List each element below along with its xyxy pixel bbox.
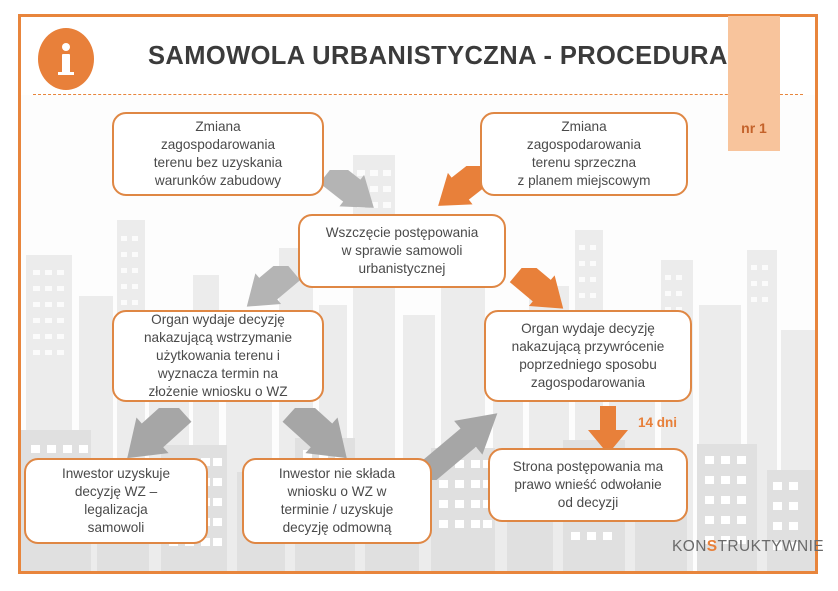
logo-part-2: TRUKTYWNIE <box>717 538 825 555</box>
arrow-down-orange-3 <box>584 404 632 456</box>
issue-number-label: nr 1 <box>741 120 767 136</box>
process-box-zmiana-bez-wz: Zmiana zagospodarowania terenu bez uzysk… <box>112 112 324 196</box>
arrow-down-right-orange-2 <box>508 268 580 326</box>
deadline-label: 14 dni <box>638 415 678 430</box>
logo-accent-letter: S <box>706 538 718 555</box>
arrow-down-right-gray-1 <box>318 170 388 226</box>
process-box-odwolanie: Strona postępowania ma prawo wnieść odwo… <box>488 448 688 522</box>
process-box-odmowna: Inwestor nie składa wniosku o WZ w termi… <box>242 458 432 544</box>
process-box-wstrzymanie: Organ wydaje decyzję nakazującą wstrzyma… <box>112 310 324 402</box>
process-box-legalizacja: Inwestor uzyskuje decyzję WZ – legalizac… <box>24 458 208 544</box>
arrow-down-left-orange-1 <box>424 166 494 224</box>
header-divider <box>33 94 803 95</box>
process-box-zmiana-sprzeczna: Zmiana zagospodarowania terenu sprzeczna… <box>480 112 688 196</box>
arrow-down-left-gray-3 <box>112 408 198 470</box>
arrow-down-right-gray-4 <box>278 408 364 470</box>
header-band <box>21 17 815 95</box>
page-title: SAMOWOLA URBANISTYCZNA - PROCEDURA <box>148 42 728 70</box>
arrow-down-left-gray-2 <box>232 266 304 324</box>
info-circle-icon <box>38 28 94 90</box>
brand-logo: KONSTRUKTYWNIE <box>672 538 824 556</box>
issue-number-tab <box>728 16 780 151</box>
process-box-przywrocenie: Organ wydaje decyzję nakazującą przywróc… <box>484 310 692 402</box>
process-box-wszczecie: Wszczęcie postępowania w sprawie samowol… <box>298 214 506 288</box>
logo-part-1: KON <box>672 538 707 555</box>
